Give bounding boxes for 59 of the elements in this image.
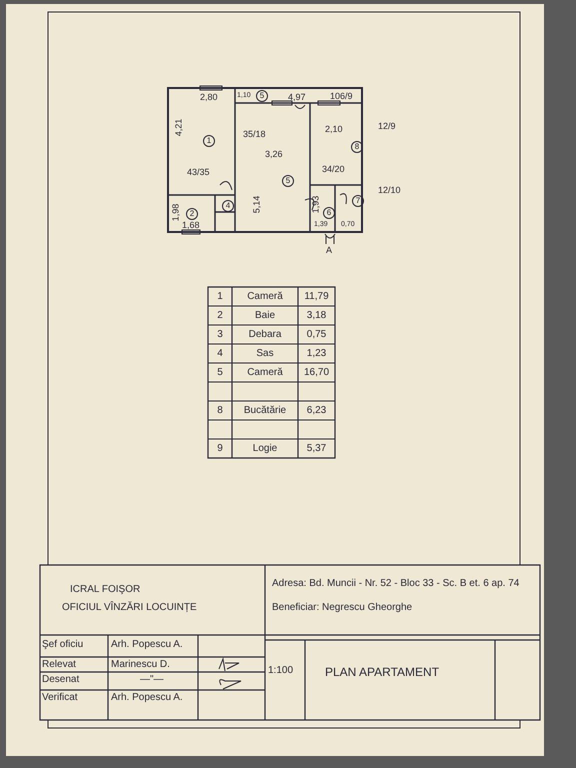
table-cell-text: 1 [216,290,224,304]
role-label: Şef oficiu [42,640,84,650]
table-cell-text: 9 [216,442,224,456]
room-number: 8 [351,141,363,153]
table-cell-text: Cameră [246,366,284,380]
org-name: ICRAL FOIŞOR [70,585,140,595]
role-label: Desenat [42,675,80,685]
room-number: 4 [222,200,234,212]
room-number: 5 [282,175,294,187]
room-number: 6 [323,207,335,219]
table-cell-text: 2 [216,309,224,323]
dimension-label: 34/20 [322,165,345,174]
room-number: 5 [256,90,268,102]
table-cell-text: 11,79 [303,290,330,304]
ditto-mark: —"— [140,675,164,685]
table-cell-text: 6,23 [306,404,328,418]
dimension-label: 1,68 [182,221,200,230]
scale-label: 1:100 [268,666,294,676]
table-cell-text: 0,75 [306,328,328,342]
dimension-label: 4,97 [288,93,306,102]
dimension-label: 2,80 [200,93,218,102]
name-label: Marinescu D. [111,660,170,670]
table-cell-text: 5 [216,366,224,380]
room-number: 1 [203,135,215,147]
beneficiary-text: Beneficiar: Negrescu Gheorghe [272,603,412,613]
dimension-label: 1,93 [311,196,320,214]
table-cell-text: 4 [216,347,224,361]
table-cell-text: 5,37 [306,442,328,456]
room-number: 2 [186,208,198,220]
name-label: Arh. Popescu A. [111,693,183,703]
table-cell-text: Logie [252,442,278,456]
table-cell-text: 1,23 [306,347,328,361]
table-cell-text: 3 [216,328,224,342]
dimension-label: 106/9 [330,92,353,101]
dimension-label: 12/9 [378,122,396,131]
dimension-label: 35/18 [243,130,266,139]
dimension-label: 5,14 [252,196,262,214]
table-cell-text: Bucătărie [242,404,288,418]
section-mark: A [326,246,332,255]
role-label: Relevat [42,660,76,670]
dimension-label: 2,10 [325,125,343,134]
dimension-label: 3,26 [265,150,283,159]
drawing-title: PLAN APARTAMENT [325,666,440,678]
dimension-label: 12/10 [378,186,401,195]
table-cell-text: 8 [216,404,224,418]
table-cell-text: Baie [254,309,276,323]
table-cell-text: Cameră [246,290,284,304]
name-label: Arh. Popescu A. [111,640,183,650]
address-text: Adresa: Bd. Muncii - Nr. 52 - Bloc 33 - Sc. B et. 6 ap. 74 [272,578,520,590]
org-name: OFICIUL VÎNZĂRI LOCUINȚE [62,603,197,613]
dimension-label: 1,98 [171,204,180,222]
dimension-label: 4,21 [174,118,184,136]
table-cell-text: 16,70 [302,366,330,380]
dimension-label: 43/35 [187,168,210,177]
room-number: 7 [352,195,364,207]
table-cell-text: 3,18 [306,309,328,323]
table-cell-text: Debara [248,328,282,342]
role-label: Verificat [42,693,78,703]
table-cell-text: Sas [255,347,275,361]
